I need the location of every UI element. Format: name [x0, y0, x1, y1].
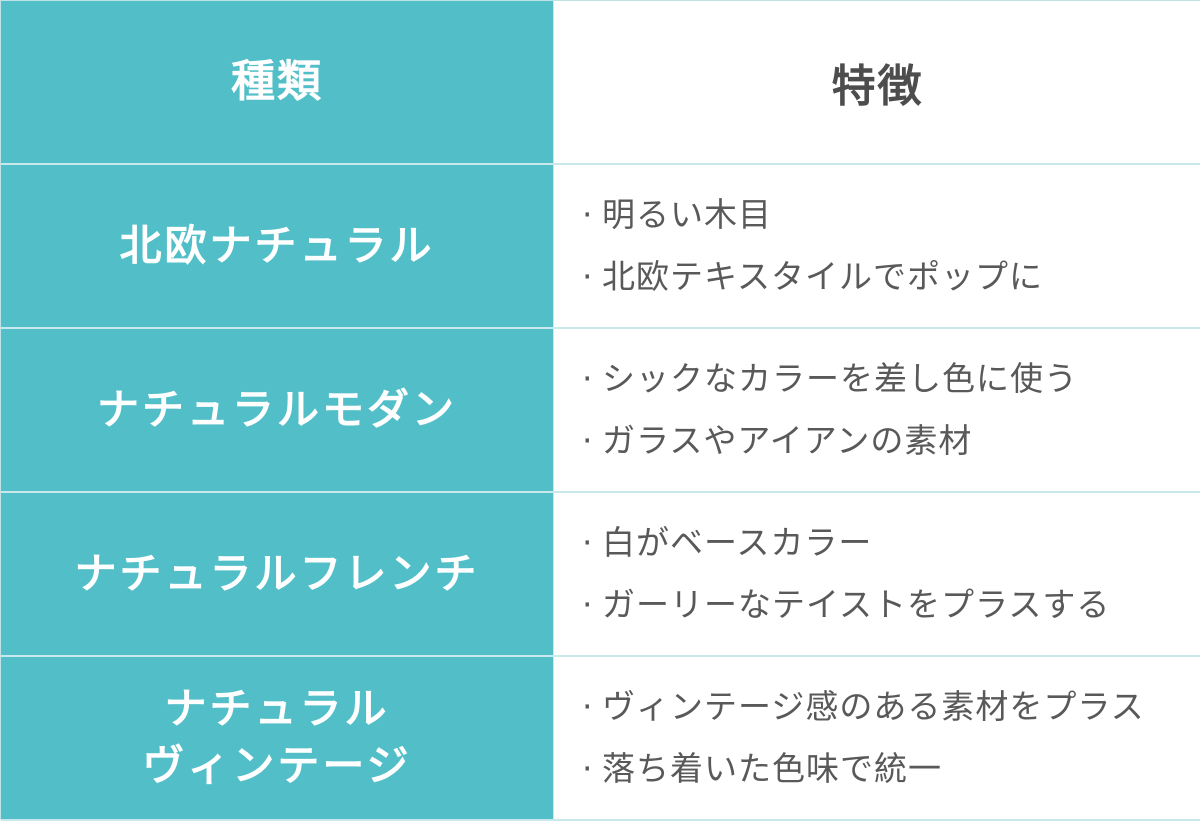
- feature-item: 明るい木目: [582, 184, 1043, 246]
- feature-item: 落ち着いた色味で統一: [582, 738, 1145, 800]
- feature-item: ヴィンテージ感のある素材をプラス: [582, 676, 1145, 738]
- header-feature-label: 特徴: [831, 61, 924, 112]
- header-feature-cell: 特徴: [554, 1, 1200, 165]
- type-label-line: ナチュラル: [164, 684, 390, 734]
- feature-item: ガラスやアイアンの素材: [582, 410, 1078, 472]
- feature-cell: 明るい木目 北欧テキスタイルでポップに: [554, 165, 1200, 329]
- type-cell: ナチュラルモダン: [1, 329, 554, 493]
- header-type-label: 種類: [231, 56, 323, 108]
- feature-list: シックなカラーを差し色に使う ガラスやアイアンの素材: [582, 348, 1078, 472]
- type-label-line: ヴィンテージ: [142, 741, 412, 790]
- feature-cell: シックなカラーを差し色に使う ガラスやアイアンの素材: [554, 329, 1200, 493]
- feature-list: ヴィンテージ感のある素材をプラス 落ち着いた色味で統一: [582, 676, 1145, 800]
- type-cell: ナチュラル ヴィンテージ: [1, 657, 554, 821]
- type-label: ナチュラルモダン: [96, 384, 457, 434]
- header-type-cell: 種類: [1, 1, 554, 165]
- type-cell: 北欧ナチュラル: [1, 165, 554, 329]
- feature-item: 北欧テキスタイルでポップに: [582, 246, 1043, 308]
- feature-cell: 白がベースカラー ガーリーなテイストをプラスする: [554, 493, 1200, 657]
- comparison-table: 種類 特徴 北欧ナチュラル 明るい木目 北欧テキスタイルでポップに ナチュラルモ…: [0, 0, 1200, 820]
- feature-list: 白がベースカラー ガーリーなテイストをプラスする: [582, 512, 1110, 636]
- type-label: 北欧ナチュラル: [119, 220, 435, 270]
- feature-item: シックなカラーを差し色に使う: [582, 348, 1078, 410]
- feature-cell: ヴィンテージ感のある素材をプラス 落ち着いた色味で統一: [554, 657, 1200, 821]
- type-cell: ナチュラルフレンチ: [1, 493, 554, 657]
- feature-item: 白がベースカラー: [582, 512, 1110, 574]
- feature-list: 明るい木目 北欧テキスタイルでポップに: [582, 184, 1043, 308]
- type-label: ナチュラルフレンチ: [74, 548, 480, 598]
- type-label: ナチュラル ヴィンテージ: [142, 681, 411, 794]
- feature-item: ガーリーなテイストをプラスする: [582, 574, 1110, 636]
